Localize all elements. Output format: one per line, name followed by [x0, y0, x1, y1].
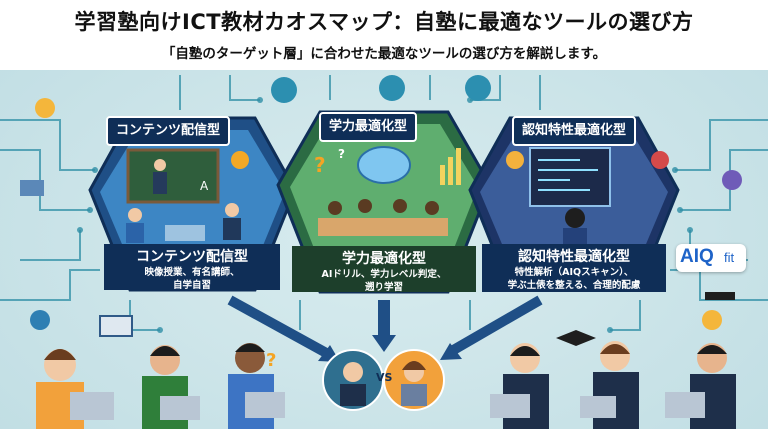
svg-text:A: A — [200, 179, 209, 193]
caption-line: 学ぶ土俵を整える、合理的配慮 — [507, 280, 641, 291]
caption-line: 特性解析（AIQスキャン）、 — [514, 267, 634, 278]
aiqfit-logo: AIQ fit — [676, 244, 746, 272]
panel-cognitive-optimization — [468, 116, 680, 292]
caption-cognitive-optimization: 認知特性最適化型 特性解析（AIQスキャン）、 学ぶ土俵を整える、合理的配慮 — [482, 246, 666, 292]
brain-icon-right — [722, 170, 742, 190]
panel-label-content-delivery: コンテンツ配信型 — [106, 116, 231, 146]
graduation-cap-icon — [705, 292, 735, 300]
caption-title: 認知特性最適化型 — [518, 249, 630, 265]
caption-academic-optimization: 学力最適化型 AIドリル、学力レベル判定、 遡り学習 — [292, 248, 476, 294]
desk — [318, 218, 448, 236]
decor-icons — [20, 75, 742, 337]
flow-arrows — [227, 295, 543, 362]
caption-line: 遡り学習 — [364, 282, 403, 293]
book-icon — [20, 180, 44, 196]
heart-icon — [651, 151, 669, 169]
caption-line: 映像授業、有名講師、 — [144, 267, 240, 278]
panel-label-academic-optimization: 学力最適化型 — [319, 112, 418, 142]
presenter-icon — [271, 77, 297, 103]
chart-icon — [456, 148, 461, 185]
vs-portraits — [322, 349, 445, 411]
eye-icon — [465, 75, 491, 101]
brain-icon — [357, 146, 411, 184]
svg-text:?: ? — [266, 350, 276, 371]
header: 学習塾向けICT教材カオスマップ：自塾に最適なツールの選び方 「自塾のターゲット… — [0, 0, 768, 70]
gear-icon — [30, 310, 50, 330]
panel-label-cognitive-optimization: 認知特性最適化型 — [512, 116, 637, 146]
logo-suffix-text: fit — [724, 250, 735, 265]
caption-title: 学力最適化型 — [342, 251, 426, 267]
network-icon — [379, 75, 405, 101]
page-subtitle: 「自塾のターゲット層」に合わせた最適なツールの選び方を解説します。 — [161, 46, 607, 62]
students-left: ? — [36, 343, 285, 429]
megaphone-icon — [231, 151, 249, 169]
lightbulb-icon — [506, 151, 524, 169]
page-title: 学習塾向けICT教材カオスマップ：自塾に最適なツールの選び方 — [74, 10, 694, 34]
caption-content-delivery: コンテンツ配信型 映像授業、有名講師、 自学自習 — [104, 246, 280, 292]
logo-main-text: AIQ — [680, 246, 714, 267]
caption-title: コンテンツ配信型 — [136, 249, 248, 265]
caption-line: AIドリル、学力レベル判定、 — [321, 269, 447, 280]
chalkboard — [126, 148, 220, 204]
students-right — [490, 330, 736, 429]
question-icon: ? — [314, 153, 326, 177]
tablet-icon — [165, 225, 205, 241]
bulb-icon-right — [702, 310, 722, 330]
open-book-icon — [99, 315, 133, 337]
panel-content-delivery: A — [88, 116, 297, 292]
grad-cap-icon — [556, 330, 596, 346]
lightbulb-icon-left — [35, 98, 55, 118]
panel-academic-optimization: ? ? — [276, 110, 492, 294]
caption-line: 自学自習 — [172, 280, 211, 291]
monitor — [529, 147, 611, 207]
vs-label: VS — [376, 371, 393, 384]
svg-text:?: ? — [338, 147, 345, 161]
